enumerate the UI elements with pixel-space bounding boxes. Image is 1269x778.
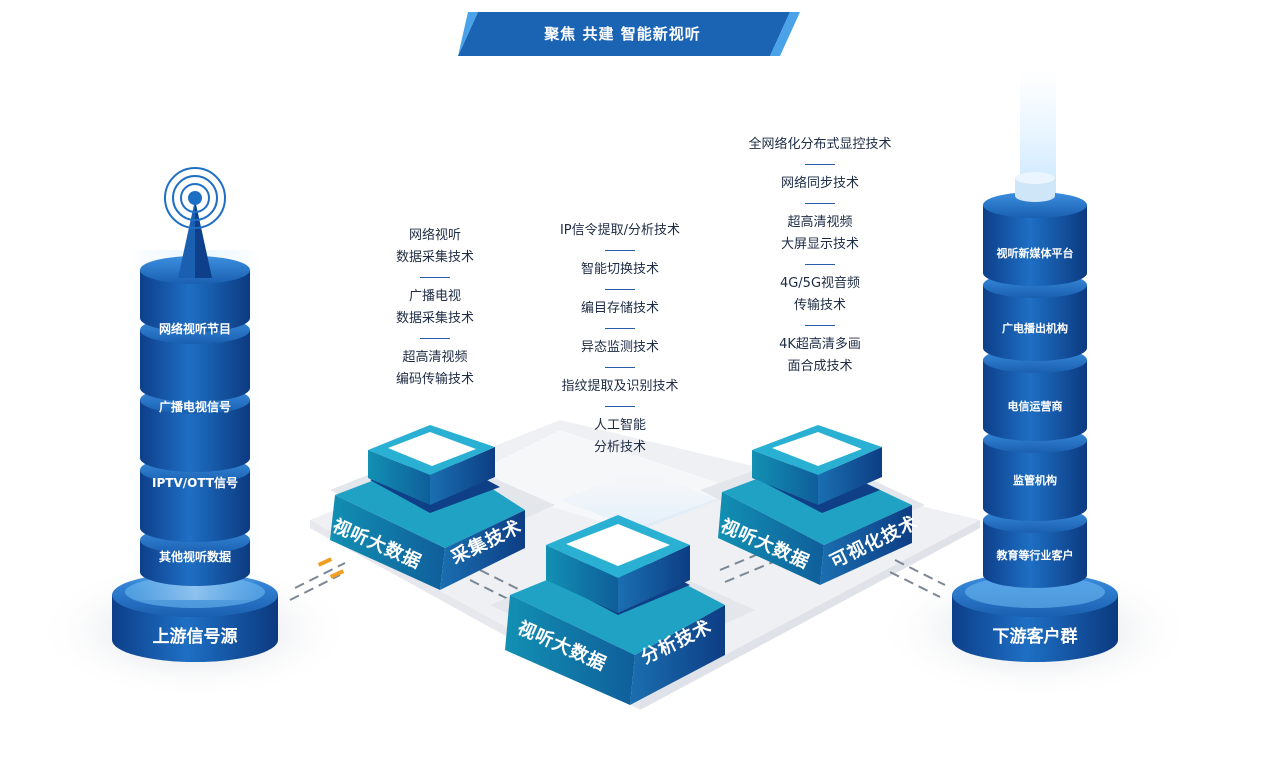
downstream-layer-3: 电信运营商 [1007, 400, 1063, 413]
upstream-layer-4: 其他视听数据 [158, 550, 231, 564]
title-banner [458, 12, 790, 56]
analysis-block [490, 470, 755, 705]
page-title: 聚焦 共建 智能新视听 [544, 25, 701, 43]
analysis-tech-list: IP信令提取/分析技术智能切换技术编目存储技术异态监测技术指纹提取及识别技术人工… [530, 220, 710, 459]
visual-tech-list: 全网络化分布式显控技术网络同步技术超高清视频 大屏显示技术 4G/5G视音频 传输… [730, 134, 910, 378]
downstream-base-label: 下游客户群 [992, 627, 1078, 647]
downstream-tower [952, 70, 1118, 662]
emitter-icon [1015, 172, 1055, 184]
divider [805, 264, 835, 265]
downstream-layer-2: 广电播出机构 [1002, 322, 1068, 335]
visual-block [700, 425, 925, 585]
collect-block [330, 425, 555, 590]
analysis-tech-item: 异态监测技术 [580, 340, 659, 355]
divider [420, 277, 450, 278]
collect-tech-item: 广播电视 数据采集技术 [395, 289, 474, 326]
downstream-layer-5: 教育等行业客户 [996, 549, 1074, 562]
divider [805, 203, 835, 204]
collect-tech-item: 超高清视频 编码传输技术 [395, 350, 474, 387]
downstream-layer-1: 视听新媒体平台 [996, 247, 1074, 260]
divider [605, 328, 635, 329]
analysis-tech-item: 人工智能 分析技术 [593, 418, 646, 455]
divider [420, 338, 450, 339]
visual-tech-item: 4G/5G视音频 传输技术 [779, 276, 861, 313]
divider [605, 367, 635, 368]
analysis-tech-item: 编目存储技术 [580, 301, 659, 316]
upstream-layer-3: IPTV/OTT信号 [152, 476, 238, 490]
visual-tech-item: 超高清视频 大屏显示技术 [780, 215, 859, 252]
upstream-layer-2: 广播电视信号 [158, 400, 231, 414]
collect-tech-list: 网络视听 数据采集技术广播电视 数据采集技术超高清视频 编码传输技术 [365, 225, 505, 391]
divider [805, 325, 835, 326]
downstream-layer-4: 监管机构 [1013, 474, 1057, 487]
analysis-tech-item: 智能切换技术 [580, 262, 659, 277]
visual-tech-item: 网络同步技术 [780, 176, 859, 191]
upstream-base-label: 上游信号源 [152, 627, 238, 647]
visual-tech-item: 全网络化分布式显控技术 [748, 137, 892, 152]
collect-tech-item: 网络视听 数据采集技术 [395, 228, 474, 265]
divider [805, 164, 835, 165]
analysis-tech-item: IP信令提取/分析技术 [559, 223, 681, 238]
divider [605, 406, 635, 407]
visual-tech-item: 4K超高清多画 面合成技术 [779, 337, 861, 374]
divider [605, 289, 635, 290]
divider [605, 250, 635, 251]
upstream-tower [112, 167, 278, 662]
upstream-layer-1: 网络视听节目 [158, 322, 231, 336]
analysis-tech-item: 指纹提取及识别技术 [561, 379, 679, 394]
